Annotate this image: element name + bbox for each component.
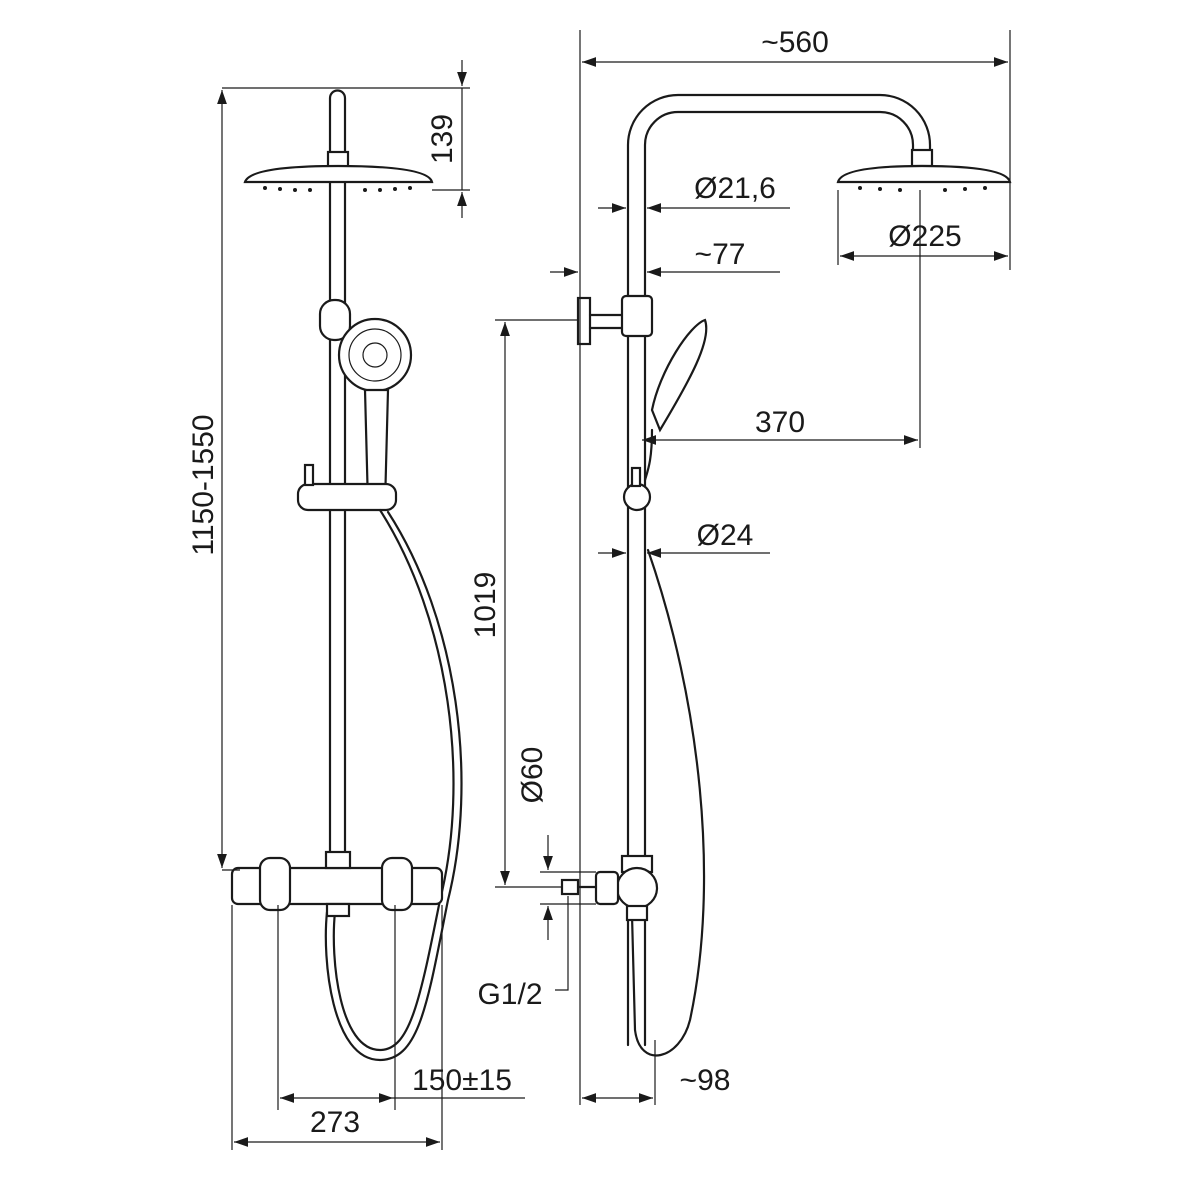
dim-mixer-width: 273: [310, 1106, 360, 1139]
dim-total-width: ~560: [761, 26, 829, 59]
dim-arm-reach: 370: [755, 406, 805, 439]
mixer-body: [615, 866, 659, 910]
front-view: 1150-1550 139 273 150±15: [187, 60, 525, 1150]
dim-inlet-spacing: 150±15: [412, 1064, 512, 1097]
holder-bracket: [318, 298, 352, 342]
dim-head-height: 139: [426, 114, 459, 164]
shower-arm-inner: [643, 110, 915, 1047]
dim-arm-diameter: Ø21,6: [694, 172, 776, 205]
flow-knob: [380, 856, 414, 912]
dim-height-range: 1150-1550: [187, 414, 220, 555]
shower-arm-outer: [626, 93, 932, 1047]
head-connector: [910, 148, 934, 168]
dim-escutcheon-diameter: Ø60: [516, 747, 549, 804]
dim-wall-to-bar: ~77: [695, 238, 746, 271]
dim-rod-diameter: Ø24: [697, 519, 754, 552]
slider: [622, 482, 652, 512]
slider-knob: [630, 466, 642, 488]
hose: [630, 548, 706, 1057]
wall-bracket: [576, 296, 592, 346]
overhead-shower: [836, 164, 1012, 184]
dim-thread: G1/2: [477, 978, 542, 1011]
holder: [620, 294, 654, 338]
dim-depth: ~98: [680, 1064, 731, 1097]
temperature-knob: [258, 856, 292, 912]
nozzle-row: [263, 186, 412, 192]
side-view: ~560 Ø21,6 Ø225 ~77 370 1019 Ø24 Ø60 G1/…: [469, 26, 1012, 1105]
shower-rod: [328, 89, 347, 862]
escutcheon: [594, 870, 620, 906]
hose-outlet: [325, 902, 351, 918]
rod-base: [324, 850, 352, 870]
connector: [560, 878, 580, 896]
hose: [332, 508, 455, 1052]
dim-head-diameter: Ø225: [888, 220, 961, 253]
hand-shower-head: [337, 317, 413, 393]
slider: [296, 482, 398, 512]
dim-bar-height: 1019: [469, 572, 502, 639]
hand-shower-side: [650, 318, 708, 433]
hose-outlet: [625, 904, 649, 922]
overhead-shower: [243, 164, 434, 184]
slider-knob: [303, 463, 315, 487]
